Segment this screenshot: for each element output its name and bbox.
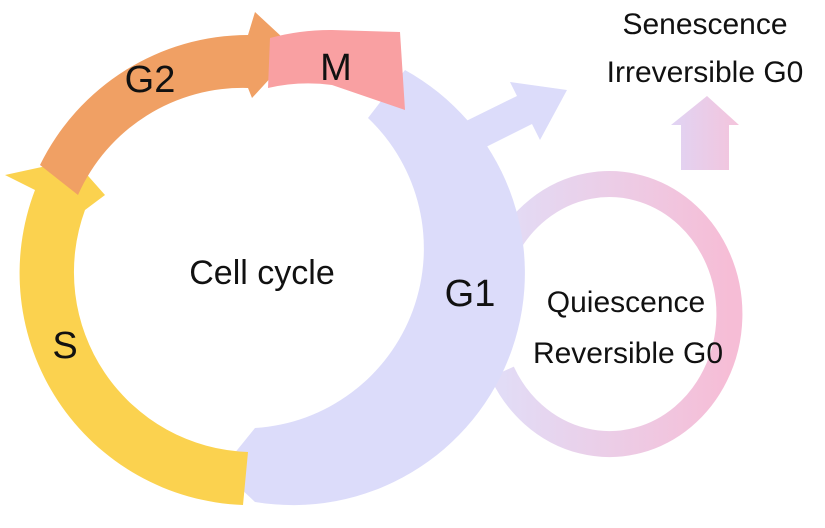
senescence-label: Senescence bbox=[622, 8, 787, 41]
m-label: M bbox=[320, 47, 352, 89]
m-phase-arrow bbox=[268, 29, 405, 110]
cell-cycle-label: Cell cycle bbox=[189, 254, 334, 292]
g1-to-senescence-arrow bbox=[458, 82, 567, 153]
g1-label: G1 bbox=[445, 273, 496, 315]
g2-phase-arrow bbox=[40, 12, 296, 195]
s-phase-arrow bbox=[5, 160, 248, 505]
quiescence-loop bbox=[490, 171, 743, 458]
quiescence-label: Quiescence bbox=[547, 286, 705, 319]
s-label: S bbox=[52, 325, 77, 367]
irreversible-g0-label: Irreversible G0 bbox=[607, 56, 804, 89]
quiescence-to-senescence-arrow bbox=[671, 96, 739, 170]
g2-label: G2 bbox=[125, 59, 176, 101]
reversible-g0-label: Reversible G0 bbox=[533, 337, 723, 370]
g1-phase-arrow bbox=[221, 70, 525, 506]
